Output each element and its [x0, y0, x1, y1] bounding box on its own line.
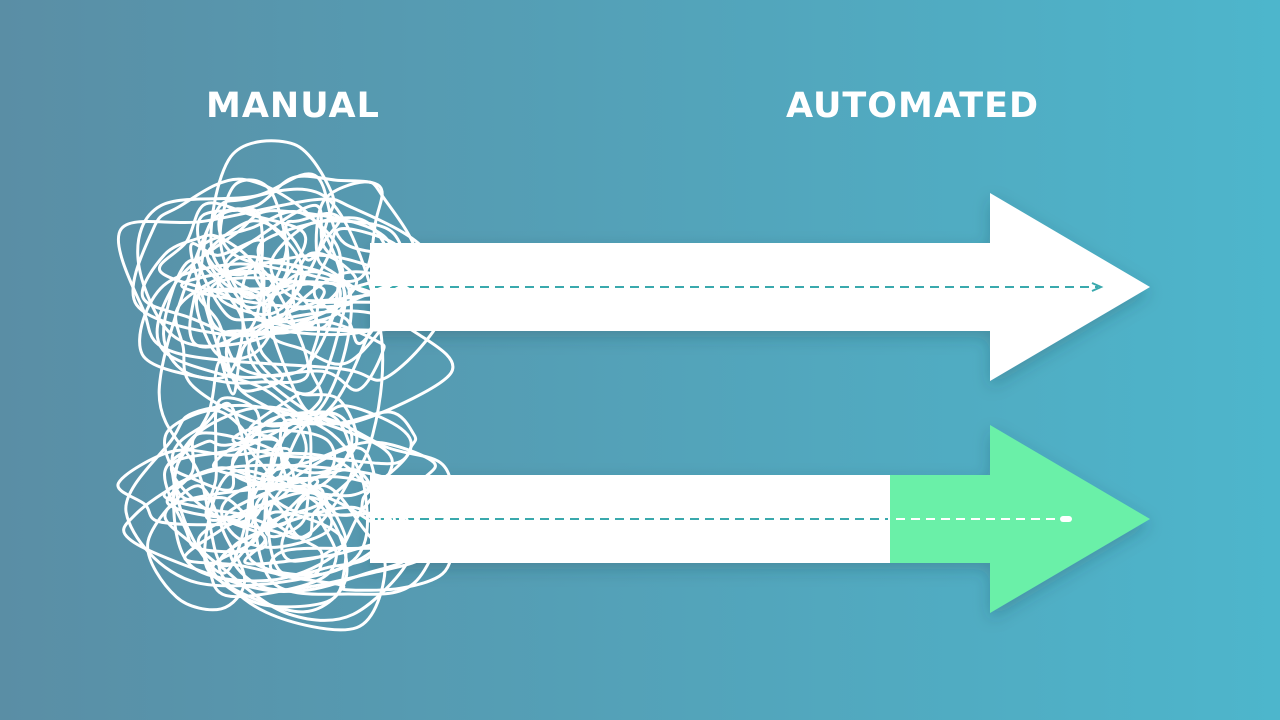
automated-label: AUTOMATED — [786, 86, 1040, 126]
tangle-strand — [206, 276, 326, 336]
tangle-strand — [284, 270, 424, 332]
tangle-strand — [211, 510, 348, 609]
tangle-strand — [268, 543, 453, 592]
tangle-strand — [169, 411, 355, 540]
tangle-strand — [314, 180, 418, 295]
tangle-strand — [173, 359, 289, 519]
tangle-strand — [116, 446, 292, 527]
tangle-strand — [163, 437, 281, 554]
tangle-strand — [157, 201, 308, 310]
tangle-strand — [162, 259, 245, 381]
tangle-strand — [217, 483, 387, 632]
tangle-strand — [266, 446, 381, 577]
tangle-strand — [230, 410, 354, 493]
bottom-arrow-dashed-cap — [1060, 516, 1072, 522]
tangle-strand — [204, 396, 262, 527]
manual-label: MANUAL — [206, 86, 380, 126]
tangle-strand — [116, 197, 448, 382]
tangle-strand — [284, 211, 342, 262]
tangle-strand — [188, 207, 303, 349]
right-arrow-icon — [370, 193, 1150, 381]
tangle-strand — [312, 227, 420, 345]
tangle-strand — [260, 280, 406, 337]
tangle-strand — [231, 410, 418, 466]
tangled-string-icon — [116, 139, 473, 632]
tangle-strand — [269, 219, 408, 303]
tangle-strand — [229, 505, 426, 592]
tangle-strand — [194, 289, 274, 361]
top-arrow-dashed-tip — [1091, 282, 1104, 292]
tangle-strand — [278, 404, 413, 498]
tangle-strand — [280, 495, 348, 563]
tangle-strand — [170, 401, 252, 575]
tangle-strand — [196, 490, 413, 622]
top-arrow — [370, 193, 1150, 381]
tangle-strand — [263, 422, 313, 539]
tangle-strand — [146, 484, 247, 612]
tangle-strand — [122, 463, 416, 593]
tangle-strand — [224, 328, 284, 393]
